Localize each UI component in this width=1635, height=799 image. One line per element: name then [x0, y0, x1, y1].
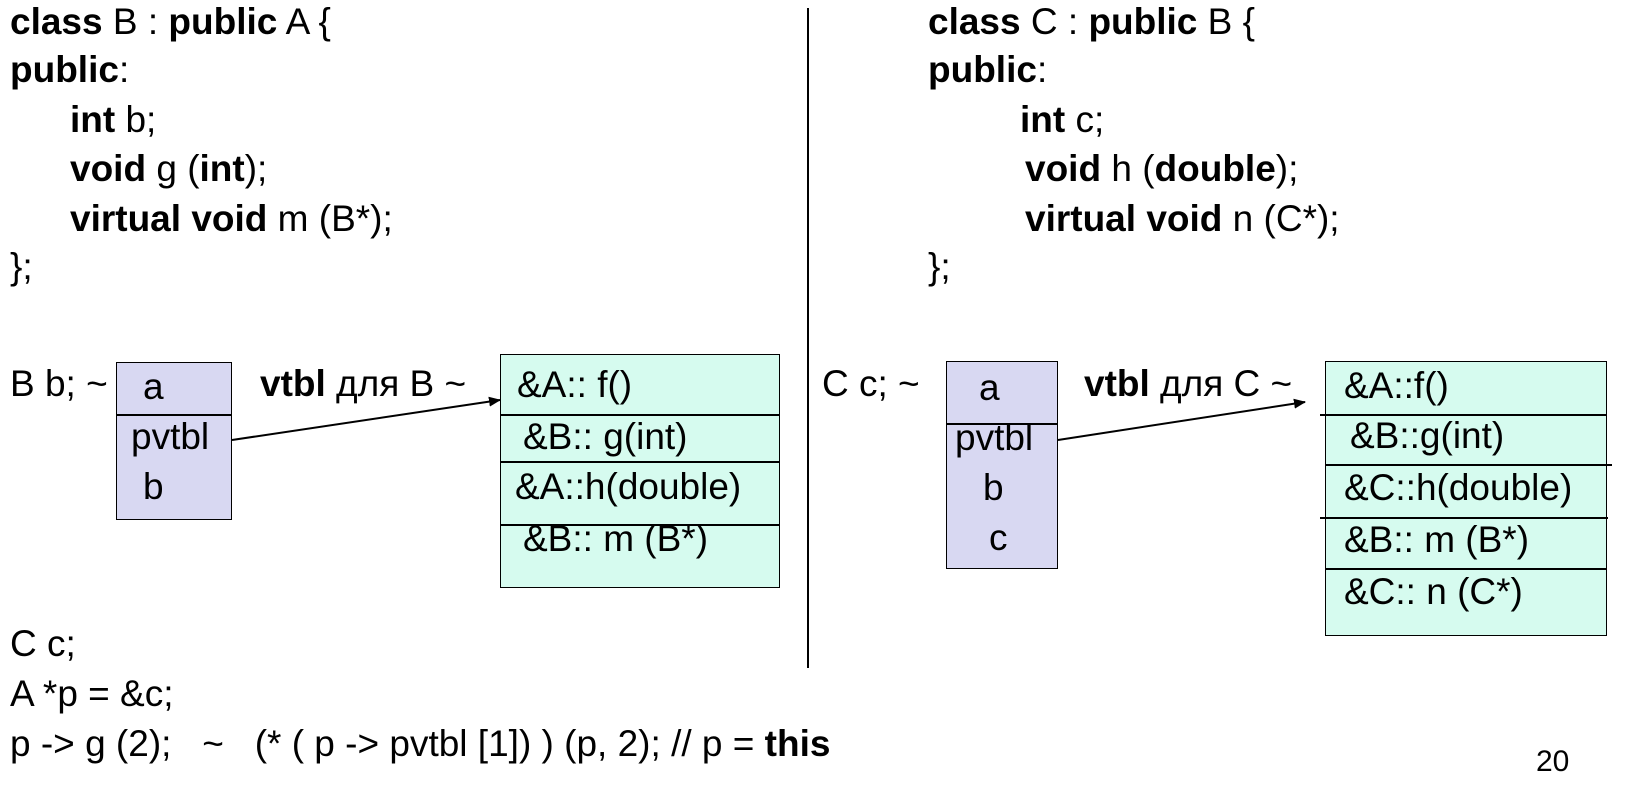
entry-divider — [1320, 517, 1608, 519]
keyword: int — [1020, 99, 1066, 140]
class-b-close: }; — [10, 246, 33, 287]
vtbl-b-entry: &B:: m (B*) — [523, 518, 709, 559]
object-c-field: b — [983, 467, 1004, 508]
keyword: int — [70, 99, 116, 140]
class-c-close: }; — [928, 246, 951, 287]
column-divider — [807, 8, 809, 668]
code-text: ); — [1275, 148, 1299, 189]
code-text: b; — [115, 99, 157, 140]
vtbl-b-label: vtbl для В ~ — [260, 362, 466, 406]
vtbl-b-table: &A:: f() &B:: g(int) &A::h(double) &B:: … — [500, 354, 780, 588]
object-c-layout: a pvtbl b c — [946, 361, 1058, 569]
object-b-layout: a pvtbl b — [116, 362, 232, 520]
class-b-method-g: void g (int); — [70, 147, 267, 191]
code-text: h ( — [1101, 148, 1155, 189]
code-text: n (C*); — [1222, 198, 1340, 239]
class-b-member-b: int b; — [70, 98, 156, 142]
entry-divider — [1326, 464, 1612, 466]
entry-divider — [501, 524, 779, 526]
entry-divider — [1320, 414, 1606, 416]
field-divider — [947, 423, 1057, 425]
code-text: A { — [277, 1, 331, 42]
keyword: void — [70, 148, 147, 189]
vtbl-b-entry: &A::h(double) — [515, 466, 742, 507]
code-text: ); — [244, 148, 268, 189]
pvtbl-b-arrow — [231, 396, 501, 441]
pvtbl-c-arrow — [1057, 398, 1306, 441]
object-c-field: a — [979, 367, 1000, 408]
keyword: virtual void — [70, 198, 268, 239]
keyword: class — [10, 1, 103, 42]
vtbl-b-entry: &B:: g(int) — [523, 416, 688, 457]
vtbl-c-entry: &C::h(double) — [1344, 467, 1573, 508]
class-c-member-c: int c; — [1020, 98, 1104, 142]
object-c-field: pvtbl — [955, 417, 1034, 458]
keyword: this — [764, 723, 831, 764]
class-c-header: class C : public B { — [928, 0, 1255, 44]
object-c-label: C c; ~ — [822, 363, 920, 404]
keyword: public — [10, 49, 119, 90]
code-text: c; — [1065, 99, 1105, 140]
class-c-method-n: virtual void n (C*); — [1025, 197, 1340, 241]
code-line-declare-c: C c; — [10, 623, 76, 664]
class-c-method-h: void h (double); — [1025, 147, 1298, 191]
keyword: int — [199, 148, 245, 189]
vtbl-c-label: vtbl для С ~ — [1084, 362, 1292, 406]
class-b-header: class B : public A { — [10, 0, 331, 44]
keyword: public — [1088, 1, 1198, 42]
code-text: m (B*); — [267, 198, 393, 239]
code-line-pointer: A *p = &c; — [10, 673, 174, 714]
class-b-access: public: — [10, 48, 129, 92]
class-c-access: public: — [928, 48, 1047, 92]
object-b-field: pvtbl — [131, 416, 210, 457]
object-b-field: b — [143, 466, 164, 507]
object-b-label: B b; ~ — [10, 363, 108, 404]
keyword: vtbl — [260, 363, 326, 404]
class-b-method-m: virtual void m (B*); — [70, 197, 393, 241]
code-text: B : — [102, 1, 169, 42]
code-text: C : — [1020, 1, 1089, 42]
vtbl-c-entry: &B:: m (B*) — [1344, 519, 1530, 560]
vtbl-c-entry: &A::f() — [1344, 365, 1449, 406]
page-number: 20 — [1536, 745, 1570, 778]
vtbl-c-table: &A::f() &B::g(int) &C::h(double) &B:: m … — [1320, 361, 1612, 636]
keyword: vtbl — [1084, 363, 1150, 404]
entry-divider — [501, 461, 779, 463]
code-text: B { — [1197, 1, 1255, 42]
object-b-field: a — [143, 366, 164, 407]
keyword: public — [928, 49, 1037, 90]
keyword: public — [168, 1, 278, 42]
code-text: для С ~ — [1149, 363, 1293, 404]
code-text: для В ~ — [325, 363, 467, 404]
vtbl-c-entry: &B::g(int) — [1350, 415, 1505, 456]
code-text: : — [1036, 49, 1048, 90]
code-text: p -> g (2); ~ (* ( p -> pvtbl [1]) ) (p,… — [10, 723, 765, 764]
code-text: g ( — [146, 148, 200, 189]
code-line-virtual-call: p -> g (2); ~ (* ( p -> pvtbl [1]) ) (p,… — [10, 722, 830, 766]
keyword: class — [928, 1, 1021, 42]
field-divider — [117, 414, 231, 416]
entry-divider — [501, 414, 779, 416]
keyword: void — [1025, 148, 1102, 189]
vtbl-c-entry: &C:: n (C*) — [1344, 571, 1523, 612]
entry-divider — [1326, 568, 1606, 570]
object-c-field: c — [989, 517, 1008, 558]
vtbl-b-entry: &A:: f() — [517, 364, 633, 405]
keyword: virtual void — [1025, 198, 1223, 239]
code-text: : — [118, 49, 130, 90]
keyword: double — [1154, 148, 1276, 189]
